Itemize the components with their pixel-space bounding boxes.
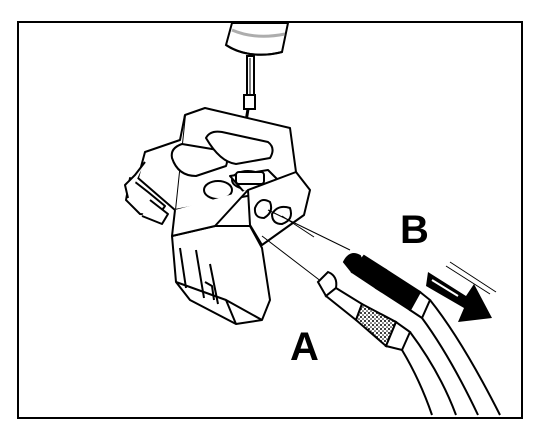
label-b: B — [400, 208, 429, 252]
plug-b — [342, 253, 501, 416]
pull-direction-arrow — [426, 261, 497, 322]
connector-housing — [124, 107, 311, 325]
plug-a — [316, 270, 457, 416]
label-a: A — [290, 325, 319, 369]
guide-lines — [261, 209, 351, 283]
